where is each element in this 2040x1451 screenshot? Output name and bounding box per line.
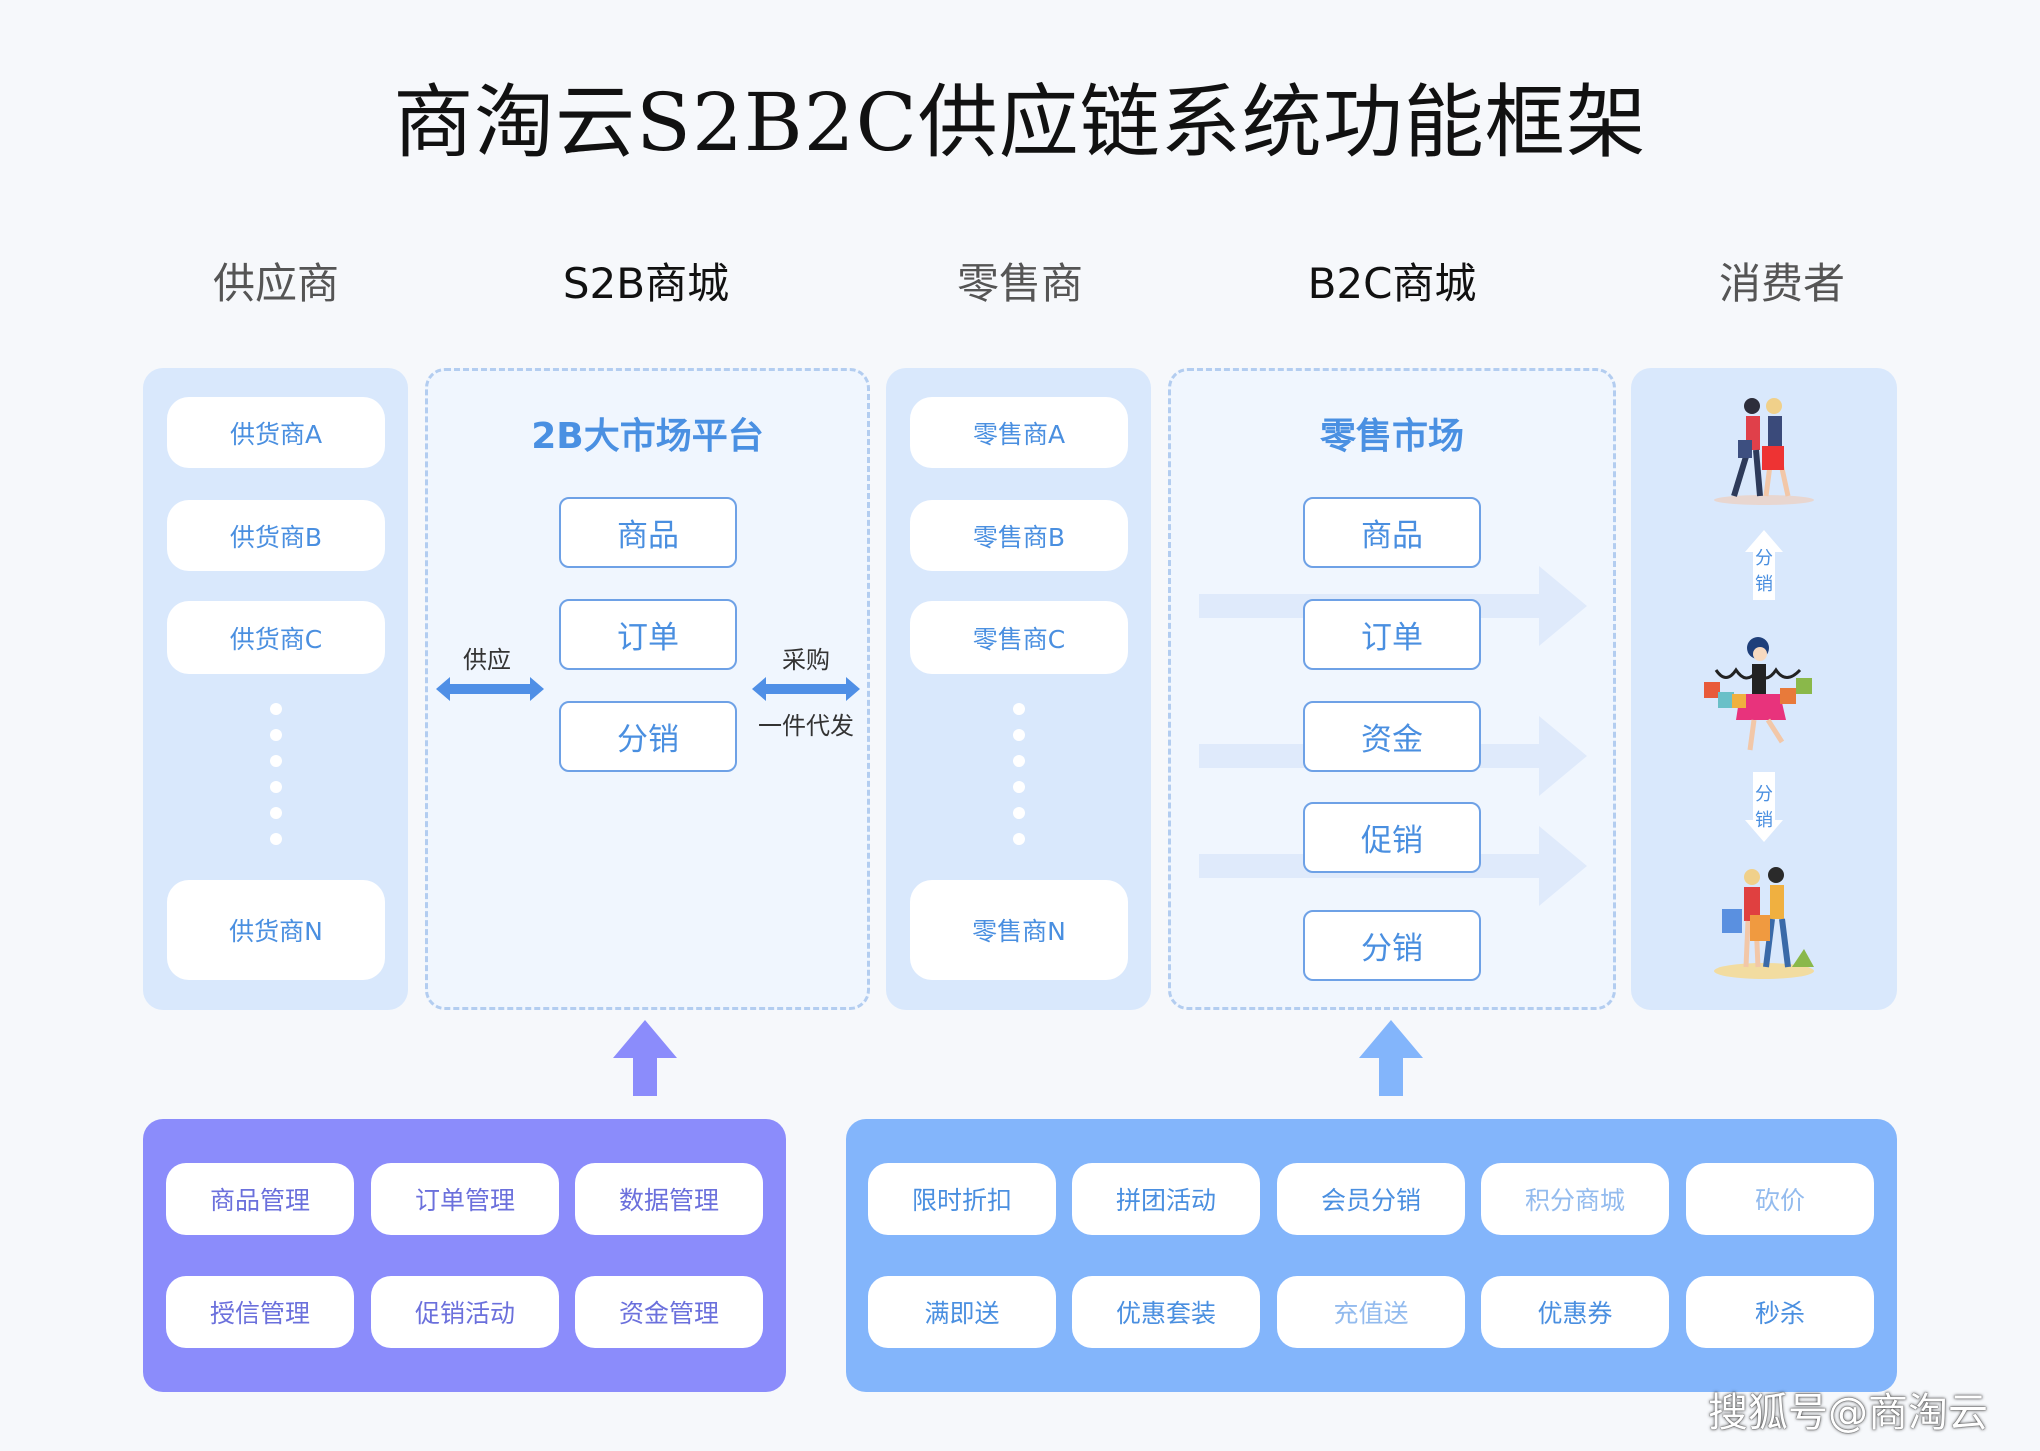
feature-topup-gift: 充值送 bbox=[1277, 1276, 1465, 1348]
retail-market-panel: 零售市场 商品 订单 资金 促销 分销 bbox=[1168, 368, 1616, 1010]
dropship-label: 一件代发 bbox=[758, 712, 854, 740]
retail-market-title: 零售市场 bbox=[1319, 416, 1464, 457]
shoppers-pair-illustration bbox=[1714, 867, 1814, 979]
arrow-up-icon bbox=[1359, 1020, 1423, 1096]
distribution-char: 销 bbox=[1755, 574, 1773, 595]
ellipsis-dot bbox=[270, 833, 282, 845]
s2b-platform-title: 2B大市场平台 bbox=[531, 416, 764, 457]
retailer-panel: 零售商A 零售商B 零售商C 零售商N bbox=[886, 368, 1151, 1010]
feature-order-management: 订单管理 bbox=[371, 1163, 559, 1235]
watermark: 搜狐号@商淘云 bbox=[1708, 1390, 1988, 1436]
column-header-consumer: 消费者 bbox=[1718, 259, 1845, 308]
feature-member-distribution: 会员分销 bbox=[1277, 1163, 1465, 1235]
double-arrow-icon bbox=[752, 677, 860, 701]
b2c-module: 分销 bbox=[1303, 910, 1481, 981]
distribution-up-label: 分销 bbox=[1747, 546, 1781, 598]
feature-spend-gift: 满即送 bbox=[868, 1276, 1056, 1348]
column-header-retailer: 零售商 bbox=[956, 259, 1083, 308]
ellipsis-dot bbox=[270, 755, 282, 767]
supplier-panel: 供货商A 供货商B 供货商C 供货商N bbox=[143, 368, 408, 1010]
distribution-char: 分 bbox=[1755, 784, 1773, 805]
arrow-up-icon bbox=[613, 1020, 677, 1096]
feature-points-mall: 积分商城 bbox=[1481, 1163, 1669, 1235]
ellipsis-dot bbox=[1013, 807, 1025, 819]
supply-label: 供应 bbox=[463, 646, 511, 674]
page-title: 商淘云S2B2C供应链系统功能框架 bbox=[393, 76, 1647, 169]
ellipsis-dot bbox=[270, 781, 282, 793]
b2c-features-panel: 限时折扣 拼团活动 会员分销 积分商城 砍价 满即送 优惠套装 充值送 优惠券 … bbox=[846, 1119, 1897, 1392]
ellipsis-dot bbox=[1013, 729, 1025, 741]
ellipsis-dot bbox=[270, 703, 282, 715]
feature-bargain: 砍价 bbox=[1686, 1163, 1874, 1235]
feature-flash-sale: 秒杀 bbox=[1686, 1276, 1874, 1348]
s2b-module: 商品 bbox=[559, 497, 737, 568]
retailer-item: 零售商B bbox=[910, 500, 1128, 571]
s2b-module: 订单 bbox=[559, 599, 737, 670]
ellipsis-dot bbox=[270, 729, 282, 741]
b2c-module: 促销 bbox=[1303, 802, 1481, 873]
column-header-b2c: B2C商城 bbox=[1307, 259, 1477, 308]
feature-funds-management: 资金管理 bbox=[575, 1276, 763, 1348]
supplier-item: 供货商B bbox=[167, 500, 385, 571]
consumer-panel: 分销 分销 bbox=[1631, 368, 1897, 1010]
distribution-char: 分 bbox=[1755, 548, 1773, 569]
s2b-features-panel: 商品管理 订单管理 数据管理 授信管理 促销活动 资金管理 bbox=[143, 1119, 786, 1392]
s2b-module: 分销 bbox=[559, 701, 737, 772]
supplier-item: 供货商A bbox=[167, 397, 385, 468]
ellipsis-dot bbox=[270, 807, 282, 819]
b2c-module: 资金 bbox=[1303, 701, 1481, 772]
distribution-down-label: 分销 bbox=[1747, 782, 1781, 834]
feature-credit-management: 授信管理 bbox=[166, 1276, 354, 1348]
distribution-char: 销 bbox=[1755, 810, 1773, 831]
b2c-module: 订单 bbox=[1303, 599, 1481, 670]
feature-promotions: 促销活动 bbox=[371, 1276, 559, 1348]
column-header-s2b: S2B商城 bbox=[562, 259, 730, 308]
retailer-item: 零售商N bbox=[910, 880, 1128, 980]
feature-product-management: 商品管理 bbox=[166, 1163, 354, 1235]
feature-data-management: 数据管理 bbox=[575, 1163, 763, 1235]
arrow-down-icon bbox=[1745, 772, 1783, 842]
feature-group-buy: 拼团活动 bbox=[1072, 1163, 1260, 1235]
retailer-item: 零售商A bbox=[910, 397, 1128, 468]
ellipsis-dot bbox=[1013, 755, 1025, 767]
purchase-label: 采购 bbox=[782, 646, 830, 674]
shopper-with-bags-illustration bbox=[1704, 637, 1812, 751]
ellipsis-dot bbox=[1013, 781, 1025, 793]
supplier-item: 供货商N bbox=[167, 880, 385, 980]
feature-coupons: 优惠券 bbox=[1481, 1276, 1669, 1348]
shoppers-walking-illustration bbox=[1714, 398, 1814, 505]
ellipsis-dot bbox=[1013, 833, 1025, 845]
column-header-supplier: 供应商 bbox=[212, 259, 339, 308]
retailer-item: 零售商C bbox=[910, 601, 1128, 674]
b2c-module: 商品 bbox=[1303, 497, 1481, 568]
feature-bundle-deal: 优惠套装 bbox=[1072, 1276, 1260, 1348]
arrow-up-icon bbox=[1745, 530, 1783, 600]
feature-flash-discount: 限时折扣 bbox=[868, 1163, 1056, 1235]
double-arrow-icon bbox=[436, 677, 544, 701]
supplier-item: 供货商C bbox=[167, 601, 385, 674]
ellipsis-dot bbox=[1013, 703, 1025, 715]
